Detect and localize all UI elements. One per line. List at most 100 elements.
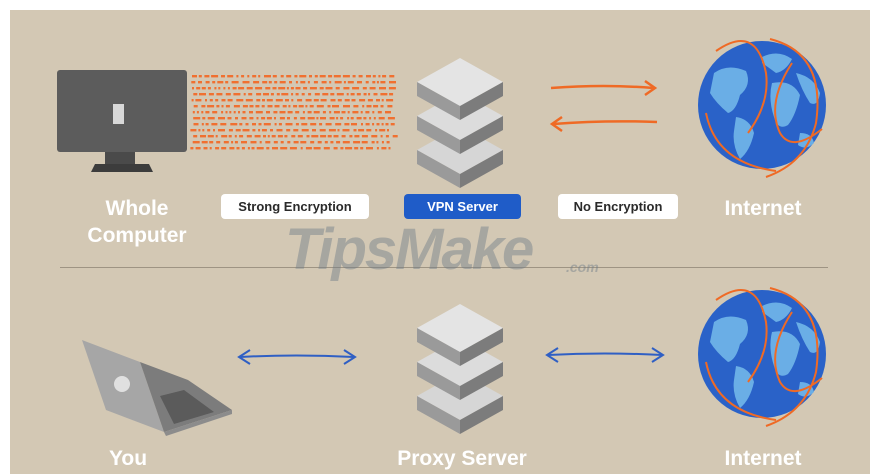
encrypted-data-dash — [307, 117, 315, 120]
encrypted-data-dash — [254, 135, 261, 138]
encrypted-data-dash — [327, 135, 332, 138]
encrypted-data-dash — [249, 117, 254, 120]
encrypted-data-dash — [193, 93, 198, 96]
encrypted-data-dash — [328, 75, 333, 78]
encrypted-data-dash — [385, 111, 391, 114]
encrypted-data-dash — [221, 75, 225, 78]
encrypted-data-dash — [389, 81, 396, 84]
encrypted-data-dash — [250, 141, 257, 144]
encrypted-data-dash — [376, 147, 379, 150]
laptop-icon — [82, 340, 232, 436]
encrypted-data-dash — [235, 117, 238, 120]
encrypted-data-dash — [390, 123, 395, 126]
encrypted-data-dash — [255, 111, 263, 114]
encrypted-data-dash — [303, 87, 308, 90]
encrypted-data-dash — [291, 135, 296, 138]
encrypted-data-dash — [381, 147, 387, 150]
encrypted-data-dash — [215, 135, 218, 138]
encrypted-data-dash — [287, 111, 293, 114]
encrypted-data-dash — [228, 129, 233, 132]
encrypted-data-dash — [357, 81, 362, 84]
encrypted-data-dash — [319, 87, 324, 90]
encrypted-data-dash — [352, 75, 356, 78]
encrypted-data-dash — [193, 117, 201, 120]
encrypted-data-dash — [287, 117, 290, 120]
encrypted-data-dash — [285, 99, 289, 102]
encrypted-data-dash — [255, 105, 260, 108]
encrypted-data-dash — [365, 81, 369, 84]
encrypted-data-dash — [233, 105, 240, 108]
encrypted-data-dash — [233, 111, 236, 114]
server-stack-icon — [417, 58, 503, 188]
encrypted-data-dash — [225, 93, 231, 96]
encrypted-data-dash — [324, 141, 328, 144]
encrypted-data-dash — [300, 141, 307, 144]
encrypted-data-dash — [229, 147, 235, 150]
encrypted-data-dash — [261, 117, 266, 120]
encrypted-data-dash — [300, 117, 306, 120]
encrypted-data-dash — [385, 123, 389, 126]
encrypted-data-dash — [314, 75, 318, 78]
encrypted-data-dash — [275, 99, 283, 102]
encrypted-data-dash — [192, 75, 197, 78]
encrypted-data-dash — [268, 81, 272, 84]
encrypted-data-dash — [245, 99, 253, 102]
encrypted-data-dash — [227, 75, 234, 78]
encrypted-data-dash — [286, 129, 291, 132]
encrypted-data-dash — [223, 87, 226, 90]
encrypted-data-dash — [221, 135, 228, 138]
encrypted-data-dash — [273, 111, 278, 114]
encrypted-data-pattern — [190, 75, 398, 150]
encrypted-data-dash — [300, 147, 303, 150]
encrypted-data-dash — [284, 135, 288, 138]
encrypted-data-dash — [310, 123, 317, 126]
encrypted-data-dash — [341, 135, 346, 138]
encrypted-data-dash — [276, 93, 280, 96]
encrypted-data-dash — [262, 99, 265, 102]
encrypted-data-dash — [313, 111, 320, 114]
encrypted-data-dash — [325, 123, 332, 126]
encrypted-data-dash — [266, 111, 270, 114]
encrypted-data-dash — [392, 135, 398, 138]
encrypted-data-dash — [198, 129, 201, 132]
encrypted-data-dash — [366, 75, 371, 78]
encrypted-data-dash — [353, 105, 359, 108]
internet-label-top: Internet — [724, 197, 802, 220]
encrypted-data-dash — [333, 135, 339, 138]
encrypted-data-dash — [215, 99, 219, 102]
encrypted-data-dash — [376, 141, 379, 144]
encrypted-data-dash — [362, 87, 367, 90]
encrypted-data-dash — [201, 123, 204, 126]
encrypted-data-dash — [191, 99, 194, 102]
encrypted-data-dash — [252, 75, 257, 78]
encrypted-data-dash — [207, 105, 215, 108]
encrypted-data-dash — [190, 147, 194, 150]
encrypted-data-dash — [293, 141, 299, 144]
encrypted-data-dash — [195, 147, 201, 150]
encrypted-data-dash — [369, 117, 372, 120]
encrypted-data-dash — [279, 117, 285, 120]
encrypted-data-dash — [330, 93, 335, 96]
encrypted-data-dash — [297, 99, 303, 102]
encrypted-data-dash — [333, 75, 341, 78]
encrypted-data-dash — [207, 135, 214, 138]
encrypted-data-dash — [190, 129, 197, 132]
watermark-logo: TipsMake — [285, 217, 534, 282]
encrypted-data-dash — [344, 123, 350, 126]
encrypted-data-dash — [233, 93, 241, 96]
encrypted-data-dash — [336, 141, 341, 144]
encrypted-data-dash — [273, 141, 278, 144]
encrypted-data-dash — [352, 111, 359, 114]
encrypted-data-dash — [354, 135, 360, 138]
encrypted-data-dash — [252, 123, 256, 126]
encrypted-data-dash — [267, 135, 270, 138]
encrypted-data-dash — [196, 87, 201, 90]
internet-label-bottom: Internet — [724, 447, 802, 470]
encrypted-data-dash — [302, 111, 305, 114]
encrypted-data-dash — [253, 81, 260, 84]
encrypted-data-dash — [307, 81, 310, 84]
encrypted-data-dash — [388, 147, 391, 150]
encrypted-data-dash — [266, 147, 270, 150]
encrypted-data-dash — [216, 141, 221, 144]
encrypted-data-dash — [204, 75, 210, 78]
